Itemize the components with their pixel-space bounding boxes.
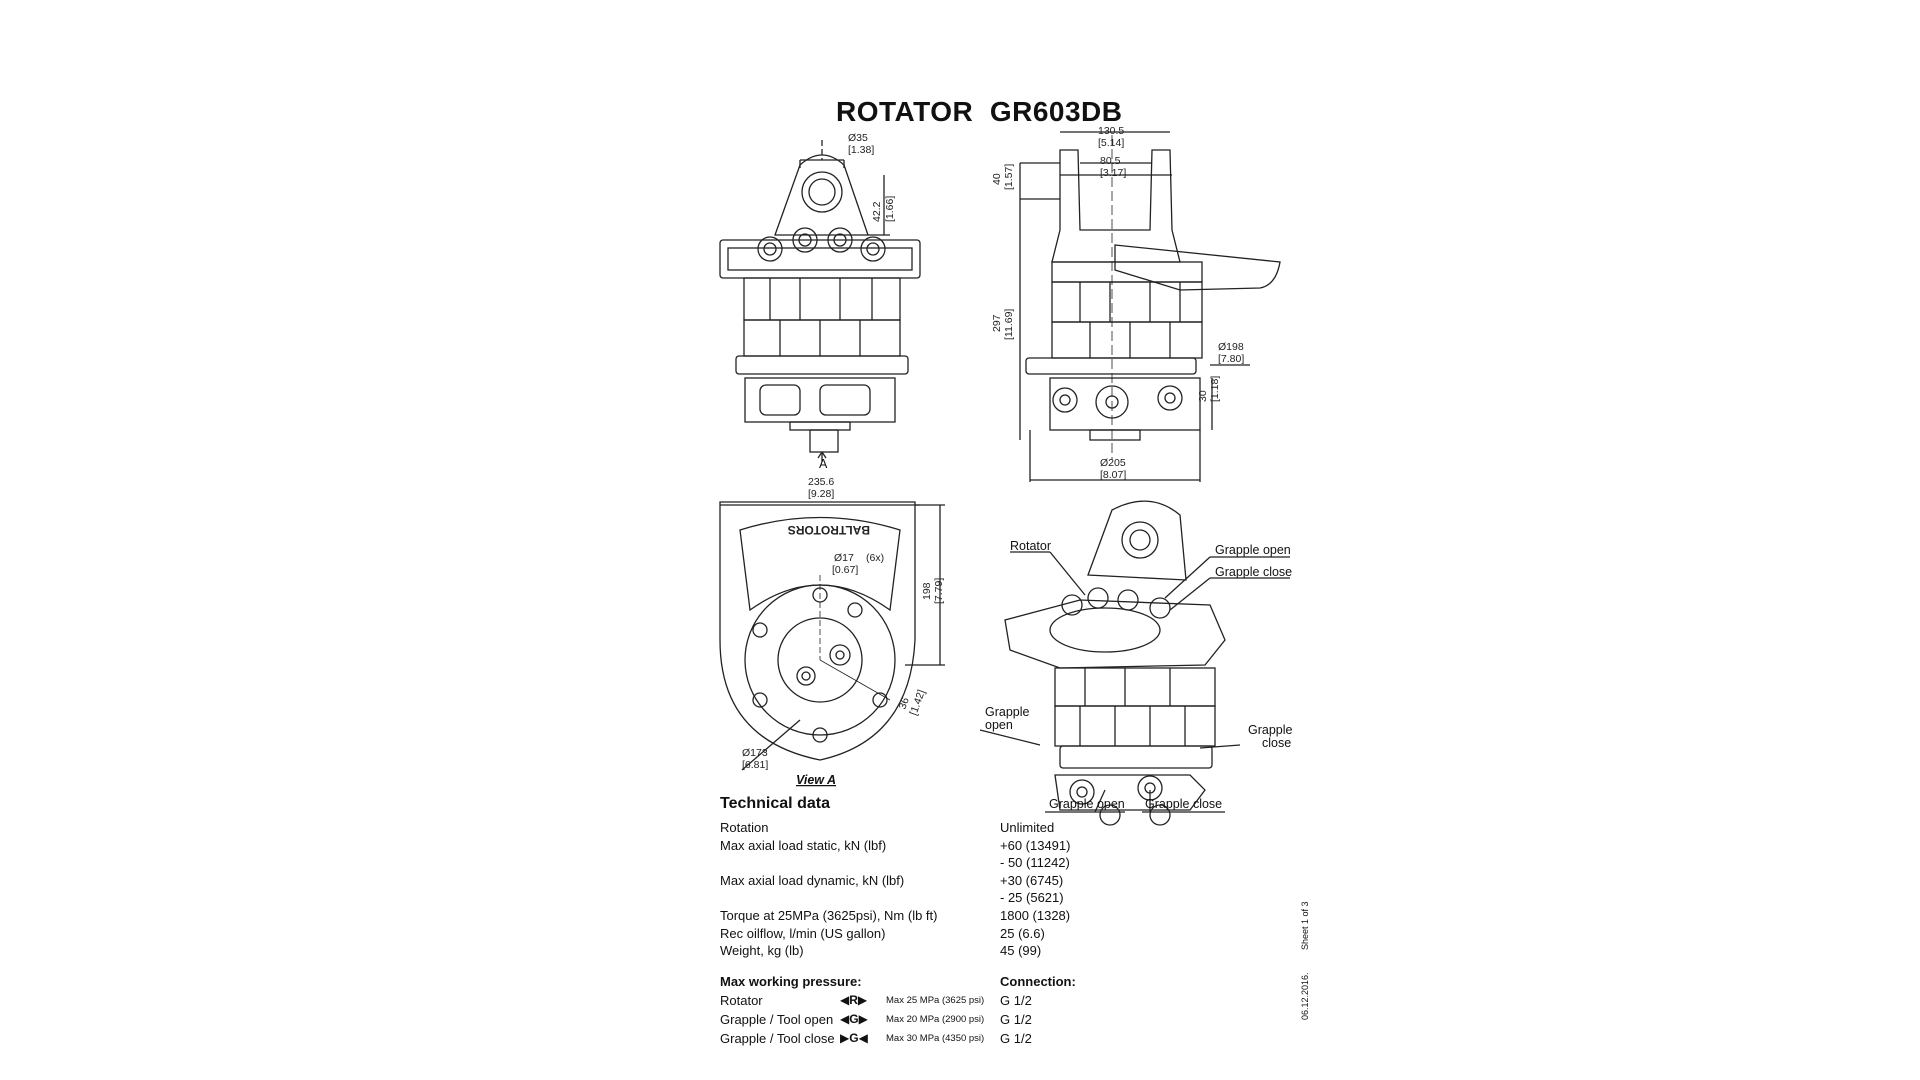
pressure-heading: Max working pressure: bbox=[720, 974, 862, 989]
pressure-symbol-icon: ◀R▶ bbox=[840, 993, 868, 1007]
view-marker: A bbox=[819, 457, 828, 471]
tech-value: Unlimited bbox=[1000, 820, 1055, 835]
tech-value: +60 (13491) bbox=[1000, 837, 1071, 853]
pressure-max: Max 30 MPa (4350 psi) bbox=[886, 1033, 985, 1044]
pressure-max: Max 25 MPa (3625 psi) bbox=[886, 995, 985, 1006]
callout-grapple-close-bottom: Grapple close bbox=[1145, 797, 1222, 811]
callout-grapple-open-bottom: Grapple open bbox=[1049, 797, 1125, 811]
dim-h40-in: [1.57] bbox=[1003, 164, 1015, 190]
callout-grapple-close-top: Grapple close bbox=[1215, 565, 1292, 579]
dim-h30-in: [1.18] bbox=[1209, 376, 1221, 402]
dim-h198-in: [7.79] bbox=[933, 578, 945, 604]
tech-label: Rotation bbox=[720, 820, 769, 835]
pressure-max: Max 20 MPa (2900 psi) bbox=[886, 1014, 985, 1025]
dim-h297-in: [11.69] bbox=[1003, 309, 1015, 340]
drawing-date: 06.12.2016. bbox=[1300, 972, 1310, 1020]
pressure-symbol-icon: ▶G◀ bbox=[840, 1031, 868, 1045]
technical-data: Technical data Rotation Unlimited Max axi… bbox=[720, 795, 1340, 960]
pressure-connection: G 1/2 bbox=[1000, 993, 1032, 1008]
drawing-title: ROTATOR GR603DB bbox=[836, 96, 1123, 127]
tech-row: - 25 (5621) bbox=[720, 889, 1340, 907]
view-a-label: View A bbox=[796, 773, 836, 787]
tech-row: Max axial load static, kN (lbf) +60 (1349… bbox=[720, 837, 1340, 855]
isometric-view bbox=[979, 500, 1290, 826]
pressure-name: Rotator bbox=[720, 993, 763, 1008]
tech-row: Rotation Unlimited bbox=[720, 819, 1340, 837]
callout-grapple-close-right-2: close bbox=[1262, 736, 1291, 750]
pressure-name: Grapple / Tool open bbox=[720, 1012, 834, 1027]
pressure-row: Grapple / Tool close ▶G◀ Max 30 MPa (435… bbox=[720, 1029, 1340, 1048]
tech-value: +30 (6745) bbox=[1000, 872, 1064, 888]
dim-d17-count: (6x) bbox=[866, 552, 884, 564]
front-view bbox=[719, 140, 921, 506]
dim-r36-in: [1.42] bbox=[908, 688, 928, 717]
dim-w130: 130.5 bbox=[1098, 125, 1124, 137]
tech-label: Rec oilflow, l/min (US gallon) bbox=[720, 925, 886, 941]
callout-rotator: Rotator bbox=[1010, 539, 1051, 553]
dim-d205-in: [8.07] bbox=[1100, 469, 1126, 481]
pressure-table: Max working pressure: Connection: Rotato… bbox=[720, 973, 1340, 1048]
tech-label: Torque at 25MPa (3625psi), Nm (lb ft) bbox=[720, 907, 938, 923]
dim-r36: 36 bbox=[897, 696, 912, 711]
side-view bbox=[1019, 131, 1281, 482]
callout-grapple-close-right-1: Grapple bbox=[1248, 723, 1293, 737]
dim-d173: Ø173 bbox=[742, 747, 768, 759]
dim-h198: 198 bbox=[921, 582, 933, 600]
tech-value: 1800 (1328) bbox=[1000, 907, 1071, 923]
dim-d198: Ø198 bbox=[1218, 341, 1244, 353]
sheet-number: Sheet 1 of 3 bbox=[1300, 901, 1310, 950]
dim-h40: 40 bbox=[991, 173, 1003, 185]
tech-label: Weight, kg (lb) bbox=[720, 943, 804, 959]
pressure-row: Rotator ◀R▶ Max 25 MPa (3625 psi) G 1/2 bbox=[720, 991, 1340, 1010]
tech-value: - 50 (11242) bbox=[1000, 855, 1070, 871]
dim-d17-in: [0.67] bbox=[832, 564, 858, 576]
dim-h30: 30 bbox=[1197, 390, 1209, 402]
pressure-connection: G 1/2 bbox=[1000, 1031, 1032, 1046]
pressure-row: Grapple / Tool open ◀G▶ Max 20 MPa (2900… bbox=[720, 1010, 1340, 1029]
dim-d205: Ø205 bbox=[1100, 457, 1126, 469]
dim-h42: 42.2 bbox=[871, 201, 883, 222]
connection-heading: Connection: bbox=[1000, 974, 1076, 989]
tech-value: - 25 (5621) bbox=[1000, 890, 1064, 906]
tech-row: Weight, kg (lb) 45 (99) bbox=[720, 942, 1340, 960]
dim-d17: Ø17 bbox=[834, 552, 854, 564]
pressure-symbol-icon: ◀G▶ bbox=[840, 1012, 868, 1026]
dim-d198-in: [7.80] bbox=[1218, 353, 1244, 365]
tech-value: 25 (6.6) bbox=[1000, 925, 1045, 941]
dim-w80: 80.5 bbox=[1100, 155, 1121, 167]
view-a: BALTROTORS bbox=[719, 501, 945, 771]
tech-value: 45 (99) bbox=[1000, 943, 1042, 959]
pressure-connection: G 1/2 bbox=[1000, 1012, 1032, 1027]
dim-h297: 297 bbox=[991, 314, 1003, 332]
tech-row: - 50 (11242) bbox=[720, 854, 1340, 872]
tech-label bbox=[720, 889, 1000, 907]
tech-row: Max axial load dynamic, kN (lbf) +30 (674… bbox=[720, 872, 1340, 890]
dim-d35-in: [1.38] bbox=[848, 144, 874, 156]
dim-w235-in: [9.28] bbox=[808, 488, 834, 500]
dim-d173-in: [6.81] bbox=[742, 759, 768, 771]
tech-label: Max axial load static, kN (lbf) bbox=[720, 837, 887, 853]
pressure-header: Max working pressure: Connection: bbox=[720, 973, 1340, 991]
callout-grapple-open-left-1: Grapple bbox=[985, 705, 1030, 719]
tech-label bbox=[720, 854, 1000, 872]
technical-heading: Technical data bbox=[720, 795, 830, 812]
dim-w130-in: [5.14] bbox=[1098, 137, 1124, 149]
dim-w235: 235.6 bbox=[808, 476, 834, 488]
callout-grapple-open-top: Grapple open bbox=[1215, 543, 1291, 557]
dim-h42-in: [1.66] bbox=[884, 196, 896, 222]
callout-grapple-open-left-2: open bbox=[985, 718, 1013, 732]
dim-w80-in: [3.17] bbox=[1100, 167, 1126, 179]
dim-d35: Ø35 bbox=[848, 132, 868, 144]
tech-row: Torque at 25MPa (3625psi), Nm (lb ft) 180… bbox=[720, 907, 1340, 925]
tech-label: Max axial load dynamic, kN (lbf) bbox=[720, 872, 905, 888]
tech-row: Rec oilflow, l/min (US gallon) 25 (6.6) bbox=[720, 925, 1340, 943]
logo-text: BALTROTORS bbox=[788, 523, 870, 537]
pressure-name: Grapple / Tool close bbox=[720, 1031, 835, 1046]
